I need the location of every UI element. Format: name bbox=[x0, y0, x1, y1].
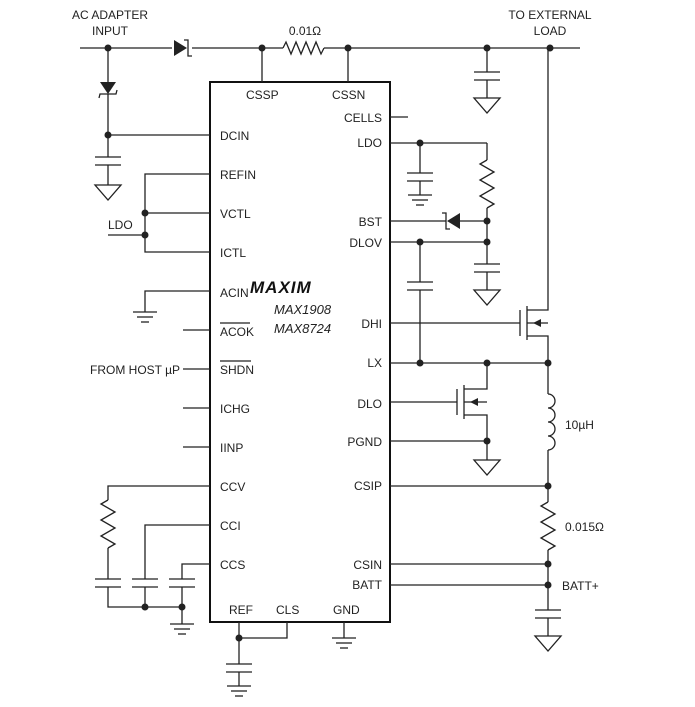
pin-ccs: CCS bbox=[220, 558, 245, 572]
input-schottky-diode bbox=[174, 39, 192, 57]
battery-sense-network bbox=[390, 482, 563, 652]
pin-batt: BATT bbox=[352, 578, 382, 592]
pin-dcin: DCIN bbox=[220, 129, 249, 143]
external-load-label-2: LOAD bbox=[534, 24, 567, 38]
pin-acin: ACIN bbox=[220, 286, 249, 300]
pin-cci: CCI bbox=[220, 519, 241, 533]
sense-resistor-batt-label: 0.015Ω bbox=[565, 520, 604, 534]
pin-dhi: DHI bbox=[361, 317, 382, 331]
compensation-network bbox=[95, 485, 210, 635]
pin-cssn: CSSN bbox=[332, 88, 365, 102]
pin-lx: LX bbox=[367, 356, 382, 370]
sense-resistor-top-label: 0.01Ω bbox=[289, 24, 321, 38]
ac-adapter-label-1: AC ADAPTER bbox=[72, 8, 148, 22]
maxim-logo: MAXIM bbox=[250, 278, 312, 297]
pin-shdn: SHDN bbox=[220, 363, 254, 377]
pin-ref: REF bbox=[229, 603, 253, 617]
part-number-2: MAX8724 bbox=[274, 321, 331, 336]
batt-plus-label: BATT+ bbox=[562, 579, 599, 593]
pin-gnd: GND bbox=[333, 603, 360, 617]
pin-acok: ACOK bbox=[220, 325, 254, 339]
pin-cls: CLS bbox=[276, 603, 299, 617]
ldo-net-label: LDO bbox=[108, 218, 133, 232]
ldo-bst-network bbox=[390, 139, 502, 363]
external-load-label-1: TO EXTERNAL bbox=[508, 8, 591, 22]
pin-dlo: DLO bbox=[357, 397, 382, 411]
pin-ichg: ICHG bbox=[220, 402, 250, 416]
pin-cells: CELLS bbox=[344, 111, 382, 125]
pin-dlov: DLOV bbox=[349, 236, 382, 250]
load-capacitor bbox=[472, 48, 502, 114]
pin-ldo: LDO bbox=[357, 136, 382, 150]
inductor-label: 10µH bbox=[565, 418, 594, 432]
pin-vctl: VCTL bbox=[220, 207, 251, 221]
low-side-mosfet bbox=[390, 363, 502, 476]
pin-refin: REFIN bbox=[220, 168, 256, 182]
high-side-mosfet bbox=[390, 48, 549, 363]
input-rail bbox=[80, 40, 580, 56]
ac-adapter-label-2: INPUT bbox=[92, 24, 129, 38]
pin-iinp: IINP bbox=[220, 441, 243, 455]
pin-csip: CSIP bbox=[354, 479, 382, 493]
ref-cls-network bbox=[226, 622, 288, 697]
from-host-label: FROM HOST µP bbox=[90, 363, 180, 377]
pin-csin: CSIN bbox=[353, 558, 382, 572]
pin-bst: BST bbox=[359, 215, 383, 229]
adapter-diode-branch bbox=[93, 48, 210, 201]
gnd-pin-ground bbox=[332, 622, 356, 649]
part-number-1: MAX1908 bbox=[274, 302, 332, 317]
pin-pgnd: PGND bbox=[347, 435, 382, 449]
pin-ictl: ICTL bbox=[220, 246, 246, 260]
pin-cssp: CSSP bbox=[246, 88, 279, 102]
pin-ccv: CCV bbox=[220, 480, 245, 494]
acin-ground bbox=[133, 290, 210, 323]
ldo-reference-net bbox=[108, 173, 210, 253]
lx-node bbox=[390, 359, 552, 394]
inductor-10uh bbox=[547, 393, 556, 486]
ic-body bbox=[209, 81, 391, 623]
